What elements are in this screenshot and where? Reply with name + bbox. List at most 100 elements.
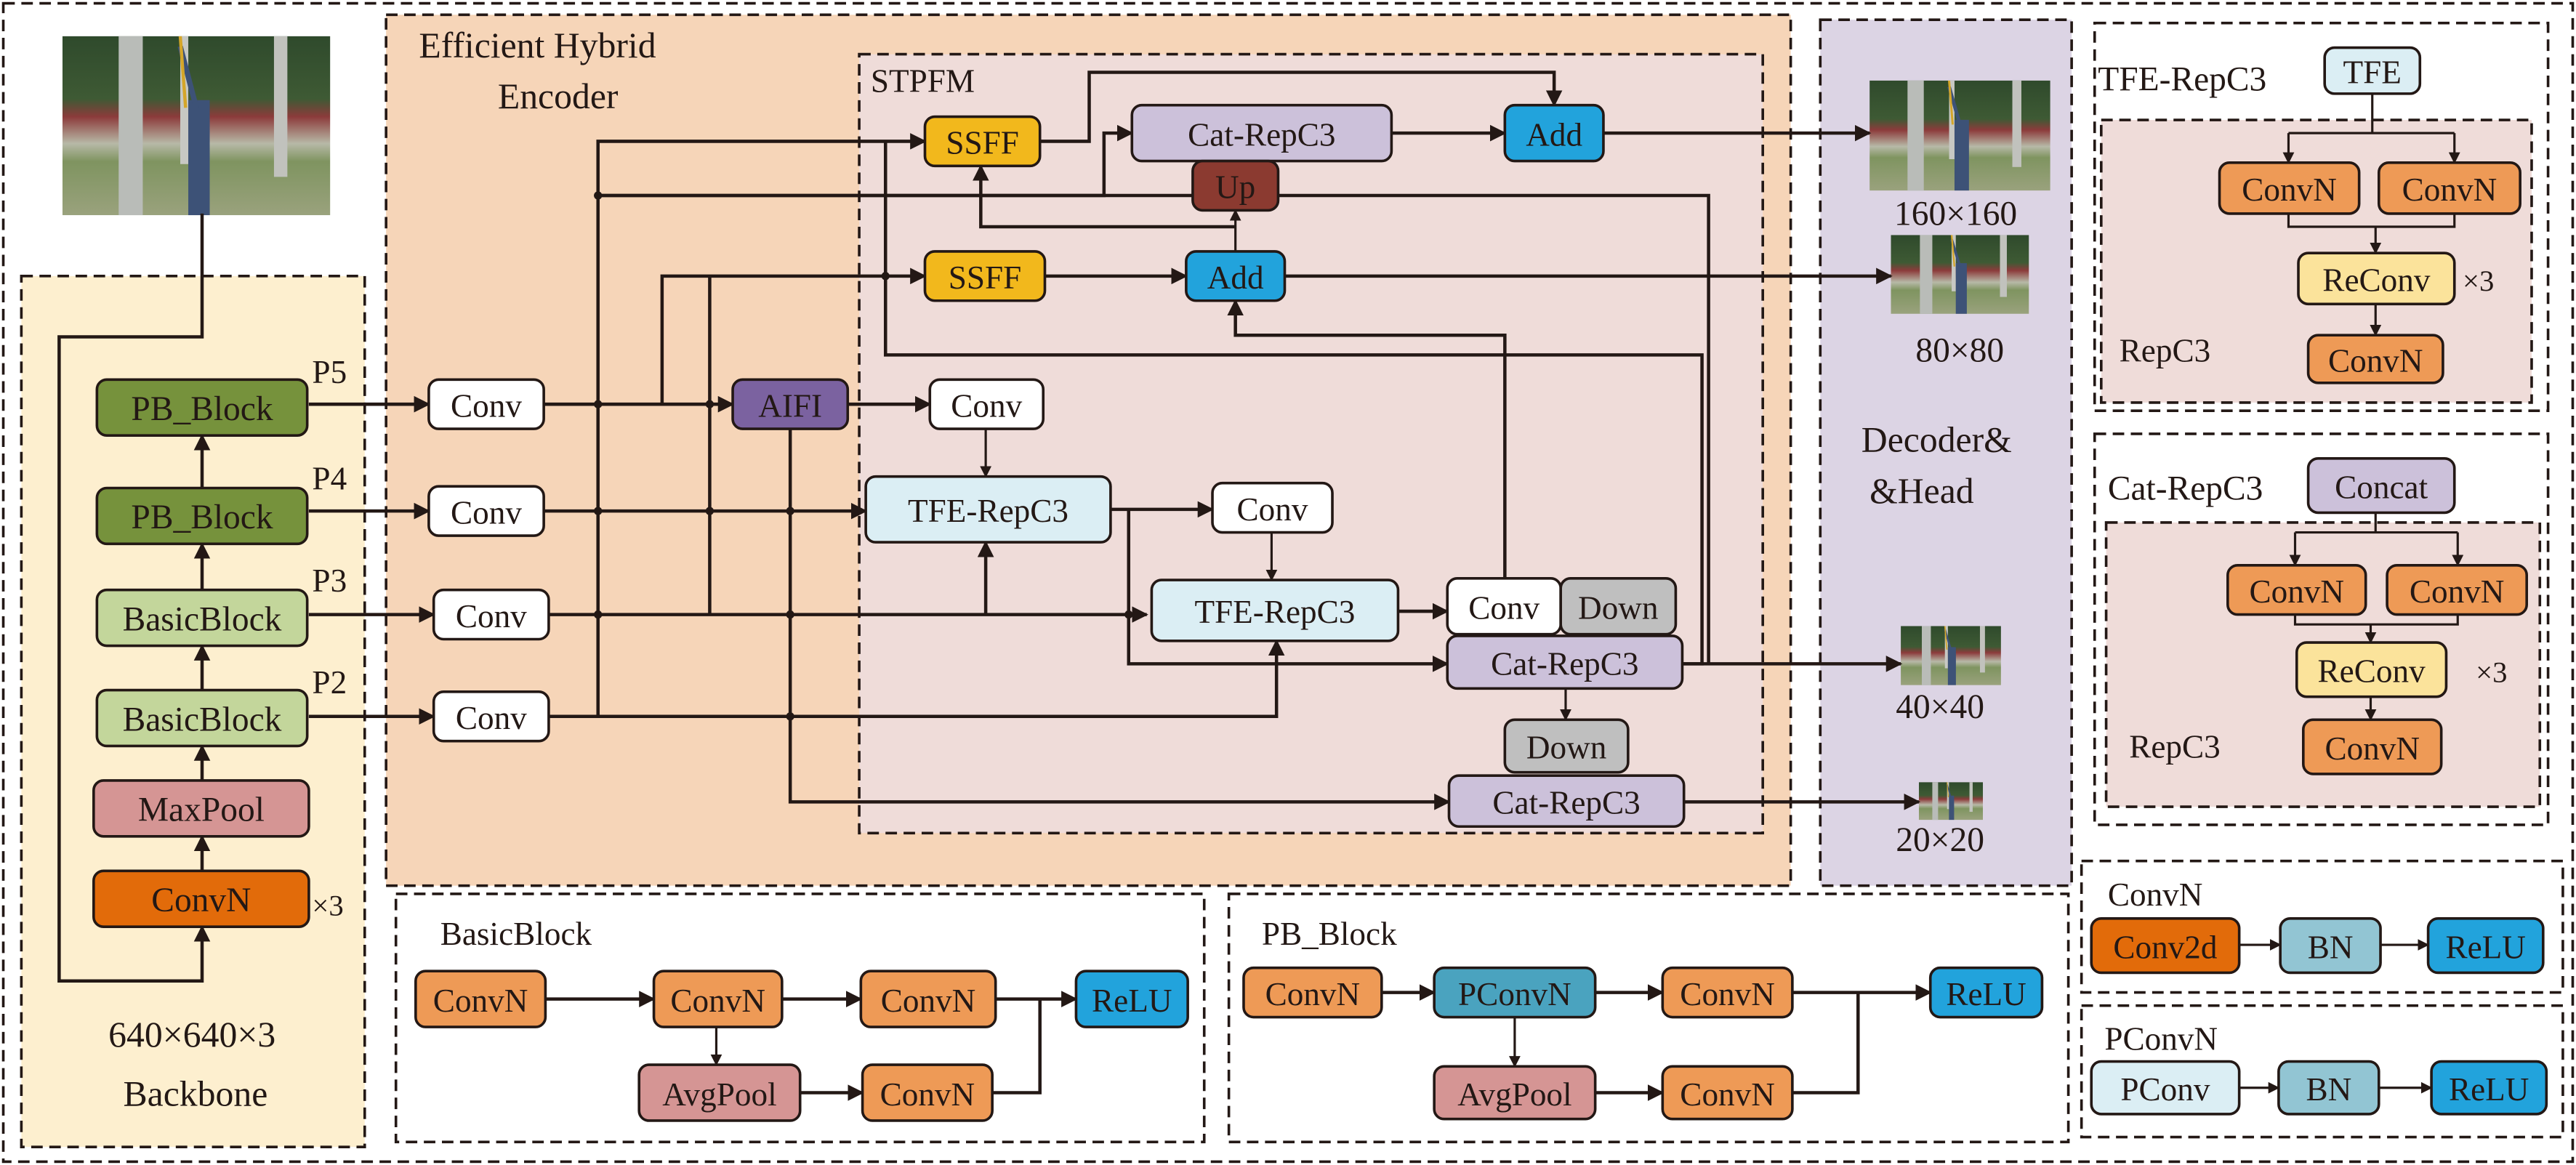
pbblock-convn-3: ConvN [1661,1065,1794,1121]
backbone-basicblock-3-label: BasicBlock [123,701,282,738]
p4-label: P4 [312,461,347,497]
convn-detail-bn: BN [2279,917,2382,975]
backbone-basicblock-2-label: BasicBlock [123,600,282,638]
cat-detail-reconv: ReConv [2295,641,2448,698]
backbone-pb-block-1-label: PB_Block [131,499,273,536]
aifi-block: AIFI [731,378,850,430]
tfe-repc3-repeat: ×3 [2463,265,2494,297]
tfe-detail-convn-right-label: ConvN [2402,172,2497,208]
stpfm-panel [858,52,1765,835]
tfe-repc3-inner-title: RepC3 [2120,332,2211,368]
junction-dot [594,610,603,619]
down-top: Down [1559,577,1678,636]
tfe-detail-reconv: ReConv [2297,251,2456,306]
pconvn-detail-bn: BN [2277,1060,2380,1116]
backbone-pb-block-1: PB_Block [95,486,309,546]
stpfm-conv-mid-label: Conv [1237,491,1308,528]
pbblock-detail-title: PB_Block [1262,916,1397,952]
backbone-basicblock-2: BasicBlock [95,588,309,648]
ssff-mid: SSFF [923,250,1047,302]
cat-detail-convn-left: ConvN [2226,563,2367,616]
pconvn-detail-relu-label: ReLU [2449,1071,2529,1108]
pconvn-detail-pconv-label: PConv [2120,1071,2210,1108]
encoder-conv-p5: Conv [427,378,545,430]
tfe-detail-convn-left: ConvN [2218,161,2361,215]
backbone-pb-block-0-label: PB_Block [131,390,273,428]
encoder-conv-p3: Conv [432,588,550,641]
connector-line [2293,614,2459,626]
cat-detail-convn-left-label: ConvN [2249,573,2344,610]
junction-dot [594,507,603,515]
junction-dot [705,400,715,408]
tfe-detail-tfe: TFE [2323,46,2422,95]
convn-detail-conv2d-label: Conv2d [2113,929,2218,965]
connector-line [973,164,1236,229]
down-bottom: Down [1503,718,1630,774]
connector-line [660,267,927,405]
tfe-detail-tfe-label: TFE [2343,54,2402,90]
convn-detail-relu-label: ReLU [2445,929,2525,965]
basicblock-convn-2: ConvN [652,970,784,1028]
up-block: Up [1191,159,1280,212]
basicblock-convn-1-label: ConvN [433,983,528,1019]
cat-repc3-bottom-label: Cat-RepC3 [1492,784,1640,821]
encoder-title-line1: Efficient Hybrid [419,25,656,65]
connector-line [1039,70,1563,143]
junction-dot [594,400,603,408]
tfe-repc3-1-label: TFE-RepC3 [908,493,1068,529]
tfe-detail-convn-bottom: ConvN [2306,334,2444,384]
encoder-title-line2: Encoder [498,76,619,116]
add-mid-label: Add [1207,259,1264,296]
p2-label: P2 [312,664,347,701]
encoder-conv-p4: Conv [427,485,545,537]
ssff-top: SSFF [923,115,1042,168]
pconvn-detail-pconv: PConv [2090,1060,2241,1116]
convn-detail-relu: ReLU [2426,917,2545,975]
junction-dot [786,712,794,721]
cat-repc3-detail-title: Cat-RepC3 [2108,469,2263,507]
pbblock-convn-1-label: ConvN [1265,976,1361,1012]
nodes: PB_BlockPB_BlockBasicBlockBasicBlockMaxP… [92,46,2548,1122]
stpfm-title: STPFM [871,63,975,100]
down-bottom-label: Down [1526,730,1606,766]
encoder-conv-p2-label: Conv [456,700,527,736]
output-40: 40×40 [1896,688,1984,726]
basicblock-relu-label: ReLU [1092,983,1172,1019]
tfe-detail-convn-right: ConvN [2377,161,2521,215]
cat-repc3-mid: Cat-RepC3 [1446,634,1684,690]
pbblock-convn-1: ConvN [1242,966,1383,1019]
cat-detail-concat: Concat [2306,456,2456,515]
connector-line [596,133,927,717]
convn-detail-title: ConvN [2108,876,2203,913]
convn-repeat-label: ×3 [312,889,343,922]
connector-line [57,213,211,983]
cat-detail-convn-bottom: ConvN [2301,718,2443,775]
basicblock-relu: ReLU [1074,970,1189,1028]
pbblock-convn-3-label: ConvN [1680,1076,1775,1113]
tfe-repc3-2: TFE-RepC3 [1150,579,1400,642]
backbone-basicblock-3: BasicBlock [95,688,309,748]
add-top: Add [1503,103,1605,163]
pconvn-detail-title: PConvN [2104,1021,2218,1057]
p3-label: P3 [312,563,347,599]
add-mid: Add [1185,250,1287,302]
connector-line [1792,992,1860,1095]
backbone-maxpool-4: MaxPool [92,779,310,838]
down-top-label: Down [1578,590,1658,626]
backbone-maxpool-4-label: MaxPool [138,791,265,829]
cat-detail-convn-bottom-label: ConvN [2325,730,2420,767]
cat-repc3-bottom: Cat-RepC3 [1447,774,1686,829]
cat-detail-concat-label: Concat [2335,469,2428,505]
basicblock-convn-4: ConvN [861,1063,994,1122]
cat-repc3-inner-title: RepC3 [2129,728,2221,765]
output-80: 80×80 [1915,331,2004,369]
pbblock-convn-2: ConvN [1661,966,1794,1019]
cat-repc3-repeat: ×3 [2476,656,2507,688]
encoder-conv-p4-label: Conv [451,494,522,531]
pbblock-avgpool-label: AvgPool [1457,1076,1571,1113]
pconvn-detail-bn-label: BN [2306,1071,2351,1108]
backbone-convn-5: ConvN [92,869,310,928]
connector-line [1127,509,1449,672]
backbone-input-size: 640×640×3 [108,1015,275,1055]
